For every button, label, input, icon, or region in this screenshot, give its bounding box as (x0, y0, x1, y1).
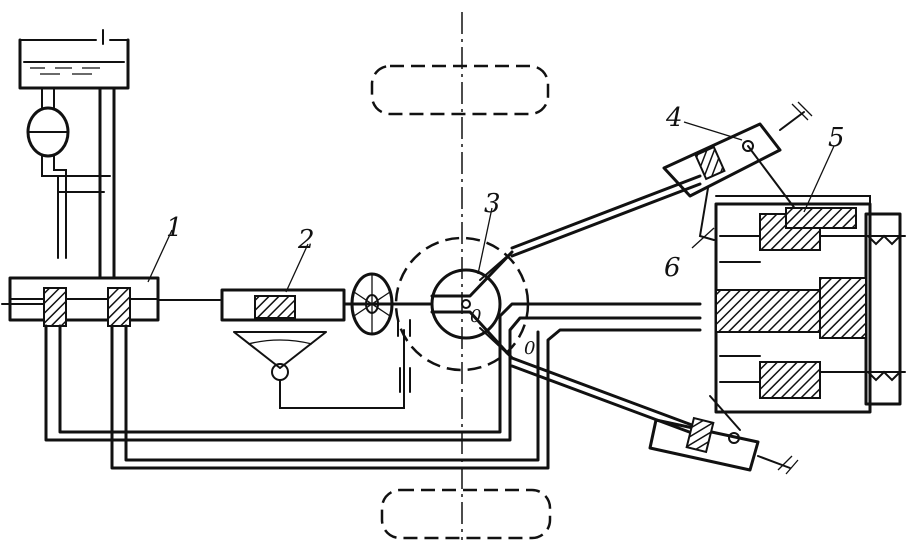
front-wheel-top (370, 64, 550, 116)
label-6: 6 (664, 253, 681, 283)
label-3: 3 (484, 189, 501, 219)
power-cylinder (714, 195, 906, 414)
lower-tie-rod-2 (510, 364, 702, 438)
branch-line (57, 175, 111, 193)
label-5: 5 (828, 123, 845, 153)
leader-3 (477, 207, 493, 275)
pitman-arm (430, 250, 514, 360)
shaft-coupler (397, 319, 411, 337)
leader-5 (803, 145, 835, 213)
return-line (98, 86, 116, 280)
oil-reservoir (18, 29, 130, 90)
pump-filter (26, 87, 70, 259)
front-wheel-bottom (380, 488, 552, 540)
pressure-line-b (58, 302, 702, 434)
lower-steering-knuckle (648, 395, 799, 475)
label-o-lever: 0 (524, 338, 535, 359)
pressure-line-c (110, 324, 702, 470)
label-1: 1 (166, 213, 183, 243)
pitman-center (461, 299, 471, 309)
pressure-line-d (124, 324, 540, 462)
leader-1 (147, 229, 173, 283)
upper-steering-knuckle (662, 101, 813, 241)
upper-tie-rod-2 (510, 182, 702, 258)
label-o-center: 0 (470, 306, 481, 327)
pitman-arm-hub (430, 268, 502, 340)
leader-4 (683, 121, 743, 141)
leader-2 (285, 243, 309, 293)
pitman-arm-range (394, 236, 530, 372)
upper-tie-rod (510, 174, 702, 250)
label-4: 4 (665, 103, 683, 133)
lower-tie-rod (510, 356, 702, 430)
leader-6 (691, 227, 715, 249)
label-2: 2 (297, 225, 315, 255)
pressure-line-a (44, 316, 702, 442)
distributor-valve (1, 276, 221, 327)
steering-wheel (350, 272, 394, 336)
